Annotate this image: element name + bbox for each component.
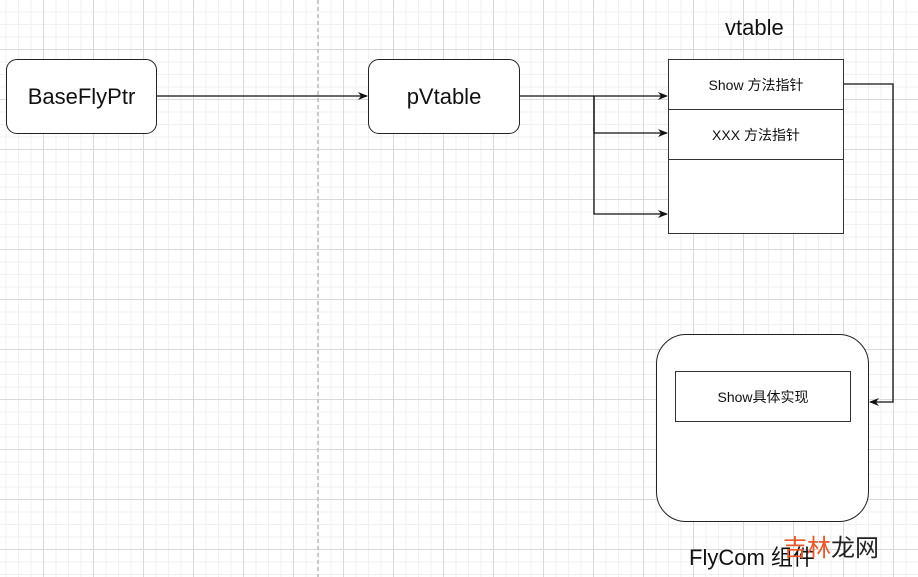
vtable-row-show[interactable]: Show 方法指针: [668, 59, 844, 110]
watermark: 吉林龙网: [783, 528, 879, 563]
pvtable-label: pVtable: [406, 83, 482, 109]
flycom-component[interactable]: [656, 334, 869, 522]
arrow-pvtable-to-row2: [593, 96, 668, 137]
flycom-label: FlyCom 组件: [689, 545, 815, 570]
base-fly-ptr-label: BaseFlyPtr: [27, 83, 136, 109]
vtable-row-xxx[interactable]: XXX 方法指针: [668, 109, 844, 160]
watermark-part2: 龙网: [831, 535, 879, 562]
vtable-row-label: Show 方法指针: [708, 76, 804, 93]
arrow-pvtable-to-row3: [593, 96, 668, 218]
arrow-show-to-impl: [844, 83, 894, 406]
vtable-title: vtable: [725, 15, 784, 40]
vtable-row-empty[interactable]: [668, 159, 844, 234]
pvtable-node[interactable]: pVtable: [368, 59, 520, 134]
show-impl-box[interactable]: Show具体实现: [675, 371, 851, 422]
vtable-row-label: XXX 方法指针: [712, 126, 800, 143]
watermark-part1: 吉林: [783, 535, 831, 562]
base-fly-ptr-node[interactable]: BaseFlyPtr: [6, 59, 157, 134]
show-impl-label: Show具体实现: [717, 388, 809, 405]
